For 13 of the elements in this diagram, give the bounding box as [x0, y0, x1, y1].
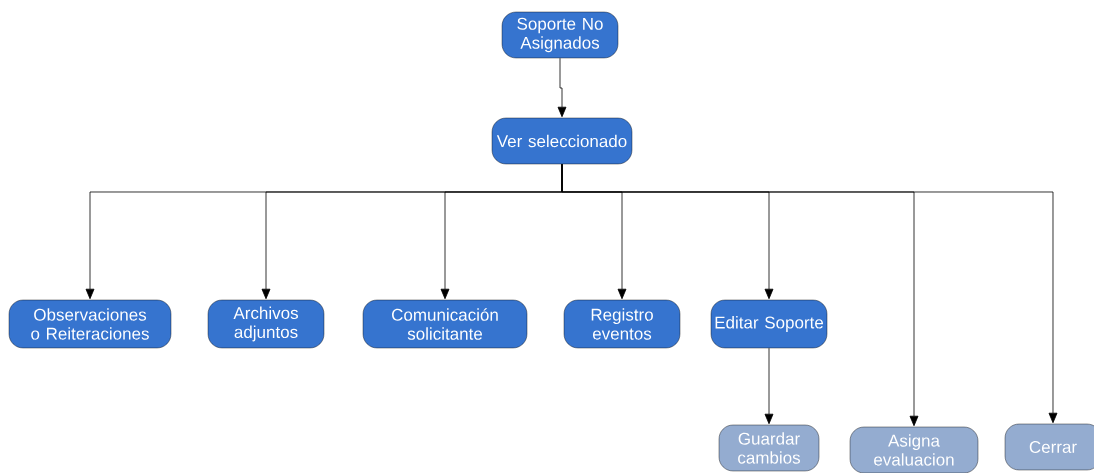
arrow: [561, 163, 1058, 424]
process-box: Observaciones o Reiteraciones: [8, 299, 172, 349]
process-box: Cerrar: [1004, 423, 1094, 471]
process-box: Asigna evaluacion: [849, 426, 979, 473]
arrow: [557, 57, 567, 118]
arrow: [764, 347, 774, 425]
process-box: Guardar cambios: [718, 424, 820, 472]
process-box: Archivos adjuntos: [207, 299, 325, 349]
process-box: Soporte No Asignados: [501, 11, 619, 59]
process-box: Editar Soporte: [710, 299, 828, 349]
process-box: Registro eventos: [563, 299, 681, 349]
process-box: Comunicación solicitante: [362, 299, 528, 349]
process-box: Ver seleccionado: [491, 117, 633, 165]
